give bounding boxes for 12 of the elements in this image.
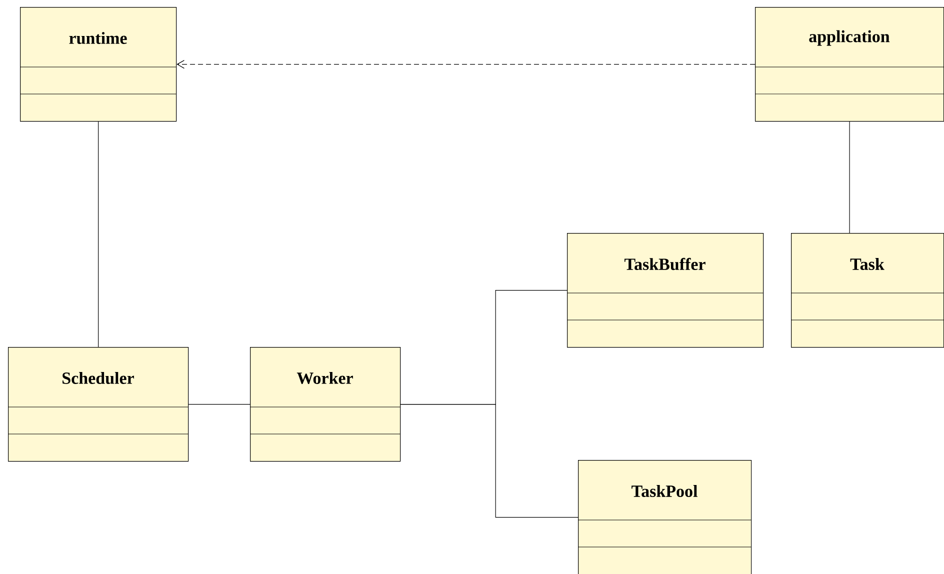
class-box: Task bbox=[790, 233, 944, 348]
class-box: TaskBuffer bbox=[566, 233, 764, 348]
class-box: TaskPool bbox=[578, 460, 752, 574]
class-box: Worker bbox=[250, 347, 401, 462]
connector bbox=[400, 404, 578, 518]
class-box: runtime bbox=[20, 7, 177, 122]
connector bbox=[176, 60, 756, 69]
connector bbox=[849, 121, 850, 234]
connector bbox=[188, 404, 250, 405]
connector bbox=[98, 121, 99, 348]
class-box: application bbox=[754, 7, 944, 122]
class-box: Scheduler bbox=[8, 347, 189, 462]
